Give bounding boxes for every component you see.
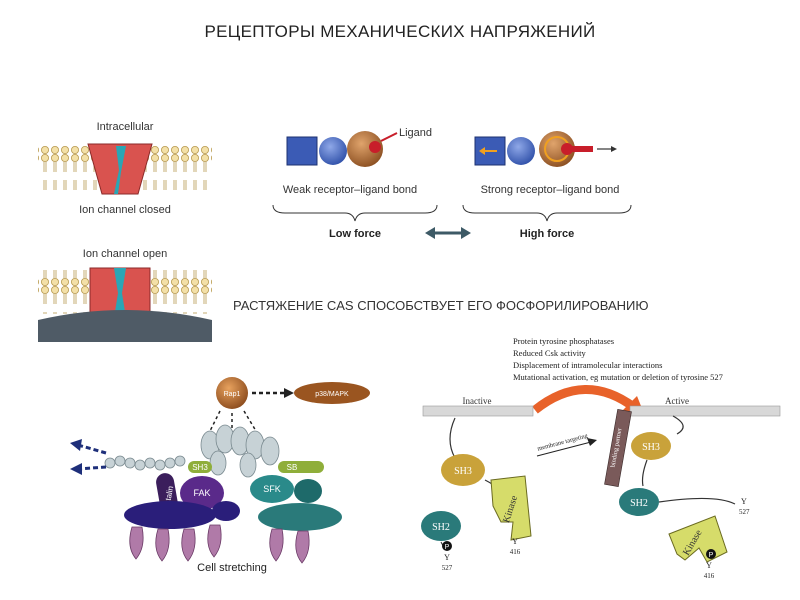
- kinase-inactive: [490, 475, 532, 541]
- cell-stretching-label: Cell stretching: [197, 562, 267, 574]
- y527-inactive-num: 527: [442, 564, 453, 572]
- sh2-active: [619, 488, 659, 516]
- binding-partner-bar: [604, 409, 632, 487]
- receptor-domain-strong: [507, 137, 535, 165]
- y416-inactive-y: Y: [512, 537, 518, 546]
- sh3-inactive-label: SH3: [454, 466, 472, 477]
- receptor-domain-weak: [319, 137, 347, 165]
- ligand-strong: [561, 143, 573, 155]
- note-1: Protein tyrosine phosphatases: [513, 336, 614, 346]
- sb-label: SB: [287, 463, 298, 472]
- channel-pore-open: [114, 268, 126, 318]
- substrate-domain-cluster: [200, 424, 280, 478]
- low-force-label: Low force: [329, 228, 381, 240]
- y416-inactive-num: 416: [510, 548, 521, 556]
- page-title: РЕЦЕПТОРЫ МЕХАНИЧЕСКИХ НАПРЯЖЕНИЙ: [204, 22, 596, 41]
- integrin-complex-right: [258, 503, 342, 531]
- weak-bond-label: Weak receptor–ligand bond: [283, 184, 417, 196]
- fak-label: FAK: [193, 488, 210, 498]
- p38-node: [294, 382, 370, 404]
- src-activation-diagram: Protein tyrosine phosphatases Reduced Cs…: [421, 336, 781, 580]
- note-3: Displacement of intramolecular interacti…: [513, 360, 662, 370]
- rap1-node: [216, 377, 248, 409]
- open-label: Ion channel open: [83, 248, 167, 260]
- stretch-substrate: [38, 310, 212, 342]
- sh3-label: SH3: [192, 463, 208, 472]
- y527-active-y: Y: [741, 497, 747, 506]
- p-active-label: P: [709, 552, 714, 559]
- rap1-label: Rap1: [224, 391, 241, 398]
- y416-active-y: Y: [706, 561, 712, 570]
- sfk-node: [250, 475, 294, 503]
- membrane-inactive: [422, 405, 534, 417]
- inactive-label: Inactive: [463, 396, 492, 406]
- cas-stretch-diagram: Rap1 p38/MAPK SH3 SB talin FAK SFK: [70, 377, 370, 574]
- closed-label: Ion channel closed: [79, 204, 171, 216]
- strong-bond-label: Strong receptor–ligand bond: [481, 184, 620, 196]
- high-force-label: High force: [520, 228, 574, 240]
- sb-bar: [278, 461, 324, 473]
- ligand-pocket-weak: [347, 131, 383, 167]
- intracellular-label: Intracellular: [97, 121, 154, 133]
- p-label: P: [445, 544, 450, 551]
- fak-node: [180, 476, 224, 510]
- sfk-label: SFK: [263, 484, 281, 494]
- phospho-inactive: [442, 541, 452, 551]
- y527-active-num: 527: [739, 508, 750, 516]
- y527-inactive-y: Y: [444, 553, 450, 562]
- ligand-weak: [369, 141, 381, 153]
- note-4: Mutational activation, eg mutation or de…: [513, 372, 723, 382]
- sh3-active: [631, 432, 671, 460]
- p38-label: p38/MAPK: [315, 391, 349, 398]
- sh2-inactive: [421, 511, 461, 541]
- ion-channel-diagram: Intracellular Ion channel closed Ion cha…: [38, 121, 212, 342]
- membrane-active: [629, 405, 781, 417]
- sh2-inactive-label: SH2: [432, 522, 450, 533]
- note-2: Reduced Csk activity: [513, 348, 586, 358]
- sh2-active-label: SH2: [630, 498, 648, 509]
- phospho-active: [706, 549, 716, 559]
- sh3-active-label: SH3: [642, 442, 660, 453]
- subtitle: РАСТЯЖЕНИЕ CAS СПОСОБСТВУЕТ ЕГО ФОСФОРИЛ…: [233, 298, 649, 313]
- receptor-block-weak: [286, 136, 318, 166]
- sh3-inactive: [441, 454, 485, 486]
- ligand-label: Ligand: [399, 127, 432, 139]
- active-label: Active: [665, 396, 689, 406]
- talin-label: talin: [164, 485, 175, 501]
- receptor-ligand-diagram: Ligand Weak receptor–ligand bond Strong …: [272, 127, 632, 240]
- integrin-complex-left: [124, 501, 216, 529]
- sh3-bar: [188, 461, 212, 473]
- y416-active-num: 416: [704, 572, 715, 580]
- channel-pore-closed: [114, 146, 126, 194]
